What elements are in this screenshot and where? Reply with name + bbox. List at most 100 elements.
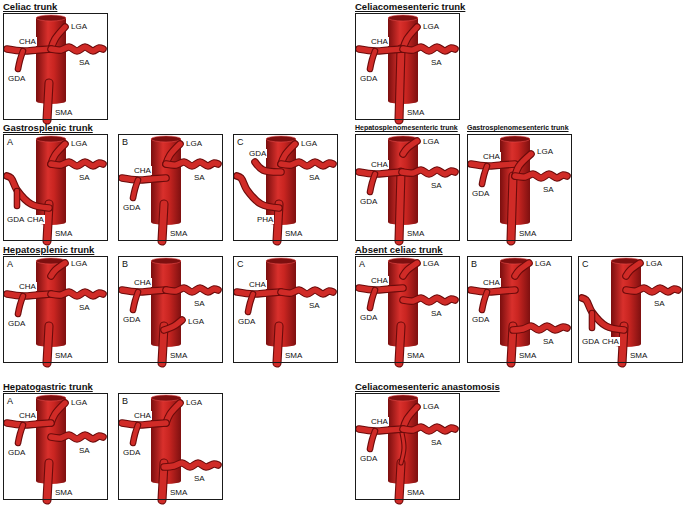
branch-vessel — [399, 326, 401, 363]
vessel-fill — [133, 180, 138, 198]
vessel-outline — [471, 290, 515, 292]
vessel-outline — [277, 326, 279, 363]
vessel-fill — [166, 288, 218, 292]
variant-panel: CCHASAGDASMA — [233, 256, 338, 363]
vessel-fill — [626, 263, 640, 276]
vessel-label: GDA — [359, 197, 378, 206]
vessel-label: LGA — [70, 259, 88, 268]
vessel-fill — [7, 294, 51, 296]
vessel-outline — [399, 49, 401, 120]
vessel-outline — [7, 423, 51, 425]
vessel-label: GDA — [122, 448, 141, 457]
branch-vessel — [255, 162, 281, 172]
branch-vessel — [370, 290, 375, 308]
vessel-outline — [164, 320, 182, 330]
vessel-fill — [359, 288, 403, 290]
panel-letter: A — [7, 137, 13, 147]
vessel-fill — [403, 298, 455, 302]
vessel-label: CHA — [370, 276, 389, 285]
branch-vessel — [513, 326, 567, 330]
branch-vessel — [399, 49, 401, 120]
vessel-label: SA — [78, 173, 91, 182]
section-heading: Hepatosplenic trunk — [3, 244, 94, 255]
vessel-label: GDA — [359, 74, 378, 83]
vessel-label: GDA — [122, 203, 141, 212]
section-heading: Absent celiac trunk — [355, 244, 443, 255]
vessel-label: LGA — [536, 147, 554, 156]
vessel-figure — [359, 15, 455, 120]
vessel-label: CHA — [370, 37, 389, 46]
branch-vessel — [47, 463, 49, 500]
aorta-top — [266, 258, 296, 264]
vessel-fill — [162, 204, 164, 241]
vessel-outline — [370, 431, 375, 449]
vessel-outline — [370, 290, 375, 308]
vessel-fill — [122, 290, 166, 292]
variant-panel: LGACHASAGDASMA — [355, 134, 460, 241]
vessel-outline — [51, 263, 65, 276]
vessel-outline — [18, 51, 23, 69]
vessel-outline — [515, 263, 529, 276]
vessel-fill — [403, 141, 417, 154]
vessel-outline — [626, 288, 678, 292]
panel-letter: B — [122, 396, 128, 406]
vessel-outline — [403, 141, 417, 154]
vessel-fill — [51, 292, 103, 296]
branch-vessel — [51, 162, 103, 166]
vessel-label: SA — [78, 446, 91, 455]
vessel-figure — [359, 395, 455, 500]
vessel-label: GDA — [7, 319, 26, 328]
vessel-label: SMA — [406, 488, 425, 497]
vessel-outline — [133, 180, 138, 198]
vessel-fill — [277, 326, 279, 363]
vessel-label: LGA — [645, 259, 663, 268]
vessel-label: PHA — [256, 215, 274, 224]
vessel-label: CHA — [26, 215, 45, 224]
branch-vessel — [47, 83, 49, 120]
vessel-label: LGA — [422, 137, 440, 146]
branch-vessel — [471, 290, 515, 292]
vessel-label: SA — [542, 337, 555, 346]
vessel-fill — [471, 290, 515, 292]
branch-vessel — [164, 320, 182, 330]
variant-panel: LGACHASAGDASMA — [355, 393, 460, 500]
branch-vessel — [51, 263, 65, 276]
branch-vessel — [277, 326, 279, 363]
panel-letter: A — [359, 259, 365, 269]
vessel-outline — [133, 292, 138, 310]
vessel-outline — [237, 176, 279, 208]
vessel-figure — [7, 395, 103, 500]
vessel-label: SA — [193, 299, 206, 308]
section-heading: Celiacomesenteric trunk — [355, 1, 465, 12]
vessel-label: GDA — [359, 454, 378, 463]
vessel-label: SMA — [169, 488, 188, 497]
vessel-label: CHA — [370, 417, 389, 426]
vessel-fill — [359, 429, 403, 431]
vessel-fill — [51, 162, 103, 166]
branch-vessel — [47, 326, 49, 363]
variant-panel: BLGACHASAGDASMA — [118, 134, 223, 241]
branch-vessel — [592, 313, 593, 328]
vessel-label: LGA — [534, 259, 552, 268]
branch-vessel — [399, 172, 401, 241]
vessel-label: GDA — [7, 448, 26, 457]
vessel-label: GDA — [237, 317, 256, 326]
branch-vessel — [359, 49, 403, 51]
vessel-outline — [122, 178, 166, 180]
vessel-label: CHA — [248, 280, 267, 289]
vessel-label: LGA — [185, 398, 203, 407]
vessel-outline — [7, 49, 51, 51]
aorta-top — [500, 136, 530, 142]
vessel-outline — [14, 191, 21, 206]
vessel-label: SA — [430, 309, 443, 318]
branch-vessel — [399, 463, 401, 500]
aorta-body — [151, 261, 181, 344]
branch-vessel — [18, 425, 23, 443]
vessel-fill — [511, 176, 513, 241]
vessel-label: SA — [430, 58, 443, 67]
branch-vessel — [626, 263, 640, 276]
aorta-top — [36, 395, 66, 401]
branch-vessel — [248, 294, 253, 312]
branch-vessel — [359, 288, 403, 290]
vessel-fill — [399, 463, 401, 500]
